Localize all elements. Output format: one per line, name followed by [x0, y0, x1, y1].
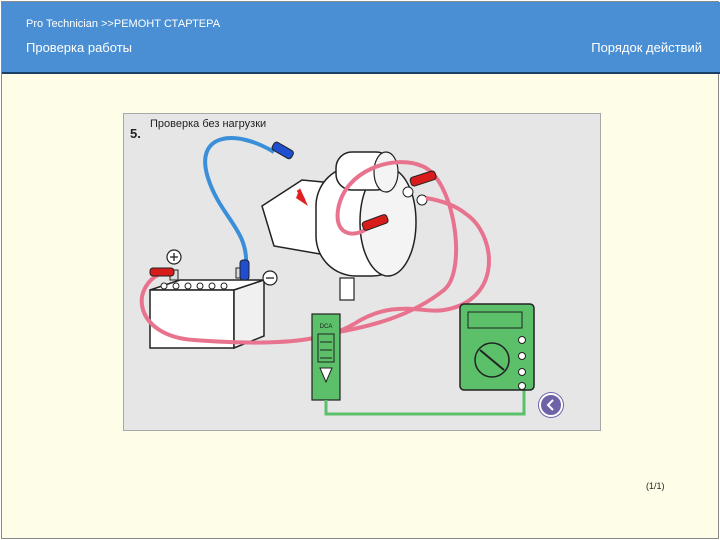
meter-link-cable — [324, 388, 526, 416]
red-cable-meter — [311, 160, 458, 338]
page-counter: (1/1) — [646, 481, 665, 491]
step-caption: Проверка без нагрузки — [150, 118, 267, 130]
blue-clamp-battery — [239, 259, 250, 281]
blue-cable — [203, 136, 276, 265]
minus-icon — [262, 270, 278, 286]
step-number: 5. — [130, 126, 141, 141]
header-bar: Pro Technician >>РЕМОНТ СТАРТЕРА Проверк… — [2, 2, 720, 74]
section-title: Проверка работы — [26, 40, 132, 55]
blue-clamp-starter — [271, 141, 294, 160]
dca-label: DCA — [320, 324, 333, 330]
chevron-left-icon — [546, 399, 554, 411]
breadcrumb: Pro Technician >>РЕМОНТ СТАРТЕРА — [26, 18, 221, 30]
multimeter — [459, 303, 535, 391]
procedure-link[interactable]: Порядок действий — [591, 40, 702, 55]
red-clamp-starter-top — [409, 170, 437, 187]
starter-motor — [261, 151, 428, 301]
red-clamp-battery — [149, 267, 175, 277]
wiring-diagram: DCA — [139, 136, 535, 416]
red-clamp-starter-bottom — [361, 214, 389, 231]
dca-probe: DCA — [311, 313, 341, 401]
plus-icon — [166, 249, 182, 265]
back-button[interactable] — [539, 393, 563, 417]
red-cable-battery — [139, 196, 491, 345]
starter-test-illustration: DCA 5. Проверка без нагрузки — [123, 113, 601, 431]
